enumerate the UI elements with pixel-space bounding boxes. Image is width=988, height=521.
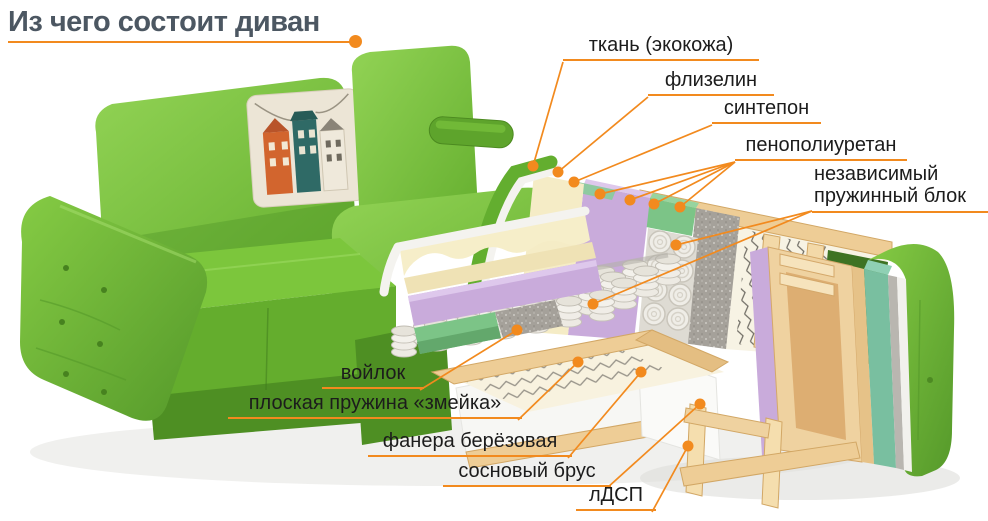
- decorative-pillow: [246, 88, 366, 208]
- flizelin-seat-rim: [393, 206, 590, 252]
- label-padding-polyester: синтепон: [712, 97, 821, 125]
- armrest-right-cutaway: [750, 244, 955, 477]
- armrest-left: [20, 196, 208, 421]
- page-title: Из чего состоит диван: [8, 6, 320, 38]
- foam-purple-armrest: [750, 247, 780, 456]
- bolster-roll: [428, 116, 514, 149]
- foam-beige-seat: [404, 242, 596, 294]
- label-interlining: флизелин: [648, 69, 774, 97]
- foam-purple-seat: [408, 260, 602, 326]
- label-fabric-ecoleather: ткань (экокожа): [563, 34, 759, 62]
- label-flat-snake-spring: плоская пружина «змейка»: [228, 392, 522, 420]
- label-independent-spring-block-line1: независимый: [814, 163, 939, 185]
- marker-dots: [511, 160, 706, 452]
- label-independent-spring-block: независимый пружинный блок: [812, 163, 988, 213]
- seat-cutaway: [355, 206, 730, 469]
- leader-lines: [419, 61, 813, 513]
- title-dot-icon: [349, 35, 362, 48]
- foam-teal-armrest: [864, 269, 896, 468]
- sintepon-seat-layer: [400, 214, 590, 276]
- label-chipboard: лДСП: [576, 484, 656, 512]
- label-independent-spring-block-line2: пружинный блок: [814, 185, 967, 208]
- label-birch-plywood: фанера берёзовая: [368, 430, 572, 458]
- label-polyurethane-foam: пенополиуретан: [735, 134, 907, 162]
- armrest-outer-fabric: [868, 244, 955, 477]
- pine-leg-frame: [679, 403, 861, 509]
- foam-mint-strip: [574, 182, 616, 200]
- label-felt: войлок: [322, 362, 424, 390]
- label-pine-timber: сосновый брус: [443, 460, 611, 488]
- sofa-left-section: [20, 45, 585, 440]
- title-underline: [8, 41, 350, 43]
